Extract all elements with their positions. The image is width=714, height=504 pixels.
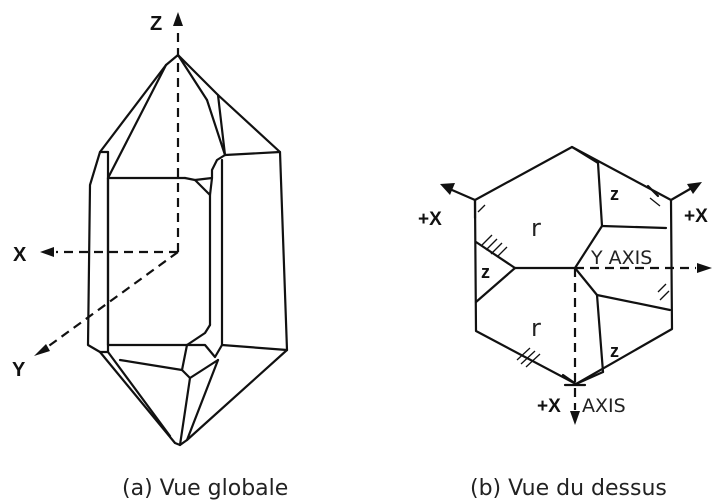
- face-label-z-top-right: z: [610, 184, 619, 204]
- face-label-z-bottom-right: z: [610, 341, 619, 361]
- z-axis-label: Z: [150, 13, 162, 35]
- crystal-outline: [86, 53, 289, 447]
- y-axis-line: [45, 251, 179, 349]
- plus-x-right-label: +X: [684, 206, 708, 227]
- y-axis-label-top-view: Y AXIS: [590, 247, 652, 269]
- z-axis-arrow: [173, 12, 183, 26]
- face-label-r-bottom: r: [531, 314, 541, 342]
- caption-top-view: (b) Vue du dessus: [470, 476, 667, 501]
- face-label-r-top: r: [531, 214, 541, 242]
- face-boundaries: [473, 145, 672, 387]
- plus-x-bottom-label: +X: [537, 396, 561, 417]
- y-axis-arrow-right: [697, 263, 712, 273]
- y-axis-arrow: [34, 344, 50, 356]
- plus-x-left-label: +X: [418, 209, 442, 230]
- face-label-z-left: z: [481, 262, 490, 282]
- axis-bottom-label: AXIS: [582, 395, 626, 417]
- plus-x-right-arrow: [687, 182, 702, 194]
- hatch-marks: [477, 197, 670, 368]
- plus-x-left-arrow: [440, 183, 455, 195]
- caption-global-view: (a) Vue globale: [122, 476, 288, 501]
- panel-top-view: r r z z z +X +X Y AXIS +X AXIS: [418, 145, 712, 425]
- plus-x-right-line: [669, 187, 692, 202]
- x-axis-arrow: [40, 247, 54, 257]
- y-axis-label: Y: [12, 359, 26, 381]
- x-axis-label: X: [13, 244, 27, 266]
- x-axis-arrow-down: [570, 411, 580, 425]
- plus-x-left-line: [450, 188, 477, 202]
- axes-group: [34, 12, 183, 356]
- crystal-edges: [98, 53, 289, 447]
- panel-global-view: Z X Y: [12, 12, 289, 447]
